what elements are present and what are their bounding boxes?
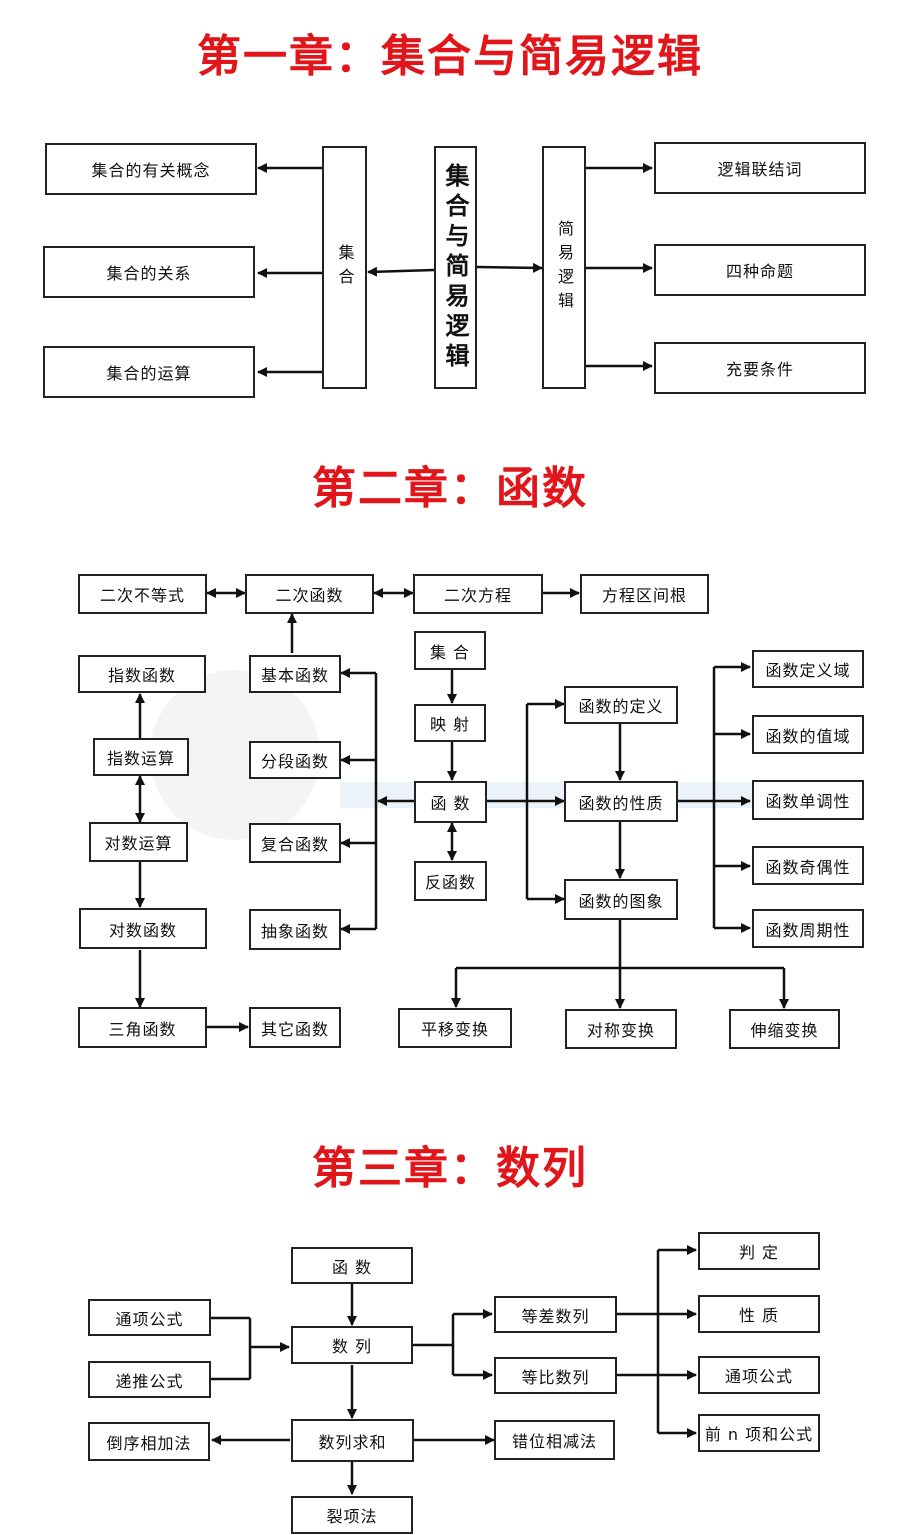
- chapter-1-title: 第一章：集合与简易逻辑: [197, 31, 703, 82]
- ch1-necessary-sufficient: 充要条件: [654, 342, 866, 394]
- ch3-function: 函 数: [291, 1247, 413, 1284]
- ch2-other-functions: 其它函数: [249, 1007, 341, 1048]
- ch2-symmetry: 对称变换: [565, 1009, 677, 1049]
- ch1-set-concept: 集合的有关概念: [45, 143, 257, 195]
- ch1-center-node: 集合与简易逻辑: [434, 146, 477, 389]
- ch3-properties: 性 质: [698, 1295, 820, 1333]
- ch2-interval-roots: 方程区间根: [580, 574, 709, 614]
- ch2-inverse-function: 反函数: [414, 861, 487, 901]
- ch2-periodicity: 函数周期性: [752, 909, 864, 948]
- ch2-quadratic-function: 二次函数: [245, 574, 374, 614]
- chapter-3-title: 第三章：数列: [312, 1143, 588, 1194]
- ch3-sum-formula: 前 n 项和公式: [698, 1414, 820, 1452]
- ch3-recurrence: 递推公式: [88, 1361, 211, 1398]
- ch3-reverse-add: 倒序相加法: [88, 1422, 210, 1461]
- ch2-quadratic-inequality: 二次不等式: [78, 574, 207, 614]
- ch2-trig-function: 三角函数: [78, 1007, 207, 1048]
- ch2-function-definition: 函数的定义: [564, 686, 678, 724]
- ch2-scaling: 伸缩变换: [729, 1009, 840, 1049]
- ch2-piecewise-function: 分段函数: [249, 741, 341, 779]
- ch1-set-relation: 集合的关系: [43, 246, 255, 298]
- ch2-set: 集 合: [414, 631, 486, 670]
- ch3-general-term: 通项公式: [88, 1299, 211, 1336]
- ch1-logic-node: 简易逻辑: [542, 146, 586, 389]
- ch2-exponent-operation: 指数运算: [93, 738, 189, 776]
- chapter-2-title: 第二章：函数: [312, 463, 588, 514]
- ch3-shift-subtract: 错位相减法: [494, 1420, 615, 1460]
- ch2-mapping: 映 射: [414, 704, 486, 742]
- ch3-geometric: 等比数列: [494, 1357, 617, 1394]
- ch2-composite-function: 复合函数: [249, 823, 341, 863]
- ch3-sequence: 数 列: [291, 1326, 413, 1364]
- watermark-band: [340, 782, 760, 808]
- ch1-four-propositions: 四种命题: [654, 244, 866, 296]
- ch3-term-formula: 通项公式: [698, 1356, 820, 1394]
- ch3-summation: 数列求和: [291, 1419, 414, 1462]
- ch2-log-operation: 对数运算: [89, 822, 188, 862]
- ch2-parity: 函数奇偶性: [752, 846, 864, 885]
- ch2-log-function: 对数函数: [79, 908, 207, 949]
- ch2-function-core: 函 数: [414, 781, 487, 823]
- ch1-logic-connective: 逻辑联结词: [654, 142, 866, 194]
- ch2-translation: 平移变换: [398, 1008, 512, 1048]
- ch2-function-property: 函数的性质: [564, 781, 678, 822]
- ch1-set-node: 集合: [322, 146, 367, 389]
- ch3-determination: 判 定: [698, 1232, 820, 1270]
- ch2-quadratic-equation: 二次方程: [413, 574, 543, 614]
- ch2-basic-function: 基本函数: [249, 655, 341, 693]
- ch1-set-operation: 集合的运算: [43, 346, 255, 398]
- ch2-exponential-function: 指数函数: [78, 655, 206, 693]
- ch2-domain: 函数定义域: [752, 650, 864, 688]
- ch3-split-term: 裂项法: [291, 1496, 413, 1534]
- ch2-function-graph: 函数的图象: [564, 879, 678, 920]
- ch2-abstract-function: 抽象函数: [249, 909, 341, 950]
- ch2-monotonicity: 函数单调性: [752, 780, 864, 820]
- ch2-range: 函数的值域: [752, 715, 864, 754]
- ch3-arithmetic: 等差数列: [494, 1296, 617, 1333]
